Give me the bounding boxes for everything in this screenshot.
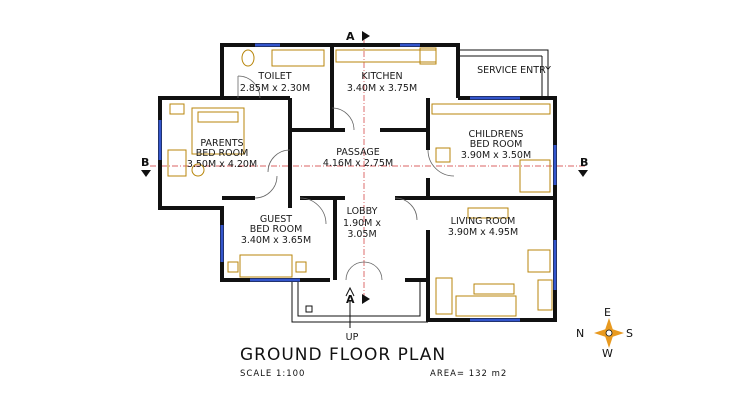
room-childrens: CHILDRENS BED ROOM 3.90M x 3.50M xyxy=(461,129,531,161)
compass-s-label: S xyxy=(626,327,633,340)
room-lobby: LOBBY 1.90M x 3.05M xyxy=(343,206,381,240)
room-guest-name1: GUEST xyxy=(260,214,292,225)
room-toilet-name: TOILET xyxy=(257,71,291,82)
room-living-size: 3.90M x 4.95M xyxy=(448,227,518,238)
up-label: UP xyxy=(346,332,359,343)
room-parents-size: 3.50M x 4.20M xyxy=(187,159,257,170)
room-guest-name2: BED ROOM xyxy=(250,224,303,235)
plan-area: AREA= 132 m2 xyxy=(430,369,507,379)
room-toilet-size: 2.85M x 2.30M xyxy=(240,83,310,94)
room-childrens-size: 3.90M x 3.50M xyxy=(461,150,531,161)
room-lobby-size2: 3.05M xyxy=(347,229,376,240)
section-marker-b-left: B xyxy=(141,156,151,177)
svg-text:A: A xyxy=(346,293,355,306)
room-parents-name1: PARENTS xyxy=(200,138,243,149)
svg-text:B: B xyxy=(580,156,588,169)
room-passage-name: PASSAGE xyxy=(336,147,380,158)
room-guest-size: 3.40M x 3.65M xyxy=(241,235,311,246)
room-kitchen-size: 3.40M x 3.75M xyxy=(347,83,417,94)
room-lobby-size1: 1.90M x xyxy=(343,218,381,229)
section-marker-a-bottom: A xyxy=(346,293,370,306)
room-passage: PASSAGE 4.16M x 2.75M xyxy=(323,147,393,169)
section-marker-b-right: B xyxy=(578,156,588,177)
room-living: LIVING ROOM 3.90M x 4.95M xyxy=(448,216,518,238)
compass-n-label: N xyxy=(576,327,584,340)
room-kitchen-name: KITCHEN xyxy=(361,71,402,82)
room-parents-name2: BED ROOM xyxy=(196,148,249,159)
svg-text:A: A xyxy=(346,30,355,43)
section-marker-a-top: A xyxy=(346,30,370,43)
svg-text:B: B xyxy=(141,156,149,169)
room-guest: GUEST BED ROOM 3.40M x 3.65M xyxy=(241,214,311,246)
plan-title: GROUND FLOOR PLAN xyxy=(240,345,446,365)
compass-w-label: W xyxy=(602,347,613,360)
room-passage-size: 4.16M x 2.75M xyxy=(323,158,393,169)
room-childrens-name2: BED ROOM xyxy=(470,139,523,150)
compass-e-label: E xyxy=(604,306,611,319)
arrow-right-icon xyxy=(362,294,370,304)
arrow-down-icon xyxy=(578,170,588,177)
arrow-down-icon xyxy=(141,170,151,177)
room-kitchen: KITCHEN 3.40M x 3.75M xyxy=(347,71,417,94)
porch xyxy=(291,280,428,328)
room-toilet: TOILET 2.85M x 2.30M xyxy=(240,71,310,94)
arrow-right-icon xyxy=(362,31,370,41)
plan-scale: SCALE 1:100 xyxy=(240,369,305,379)
service-entry xyxy=(458,49,549,98)
doors xyxy=(237,75,455,281)
room-living-name: LIVING ROOM xyxy=(451,216,516,227)
service-entry-label: SERVICE ENTRY xyxy=(477,65,551,76)
compass-icon: E N S W xyxy=(576,306,633,360)
room-parents: PARENTS BED ROOM 3.50M x 4.20M xyxy=(187,138,257,170)
windows xyxy=(158,43,557,322)
room-childrens-name1: CHILDRENS xyxy=(469,129,524,140)
room-lobby-name: LOBBY xyxy=(347,206,378,217)
furniture xyxy=(167,47,553,317)
